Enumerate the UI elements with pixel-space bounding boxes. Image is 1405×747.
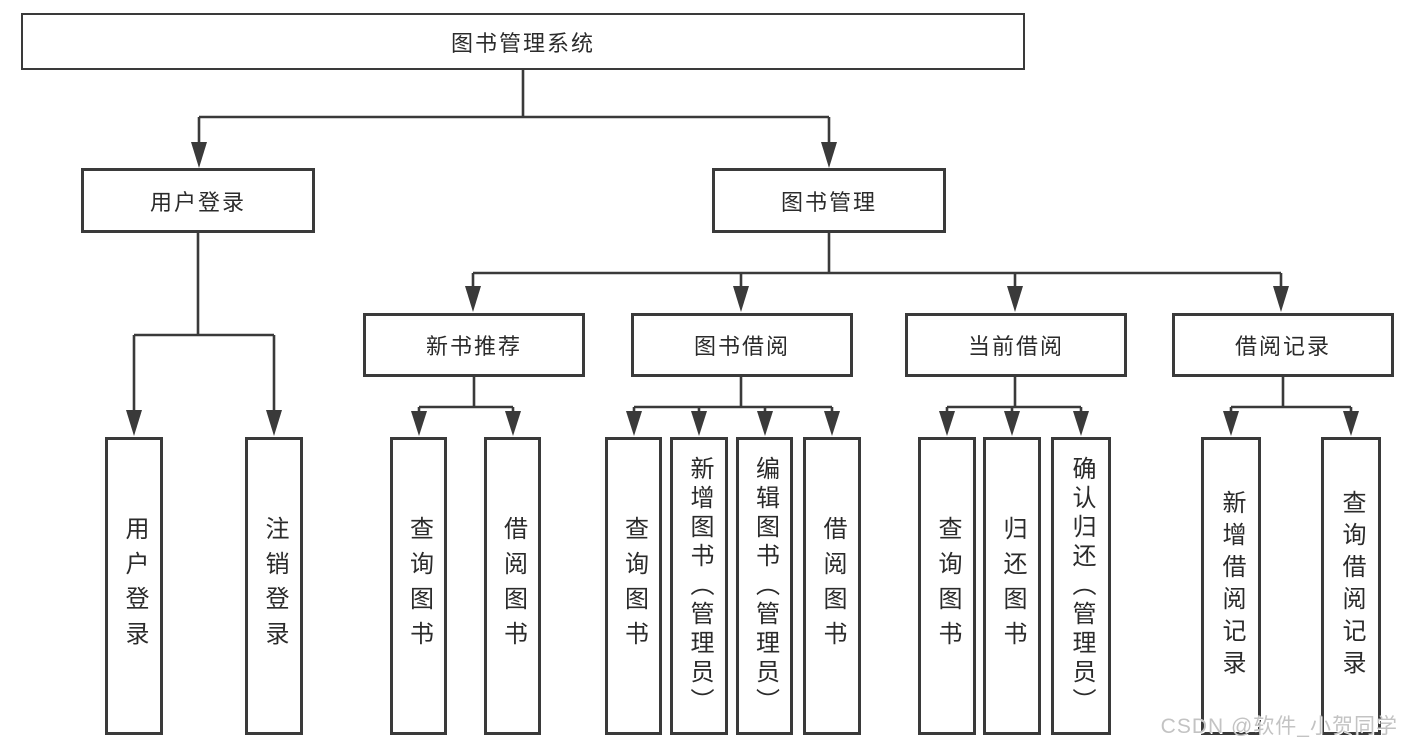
arrow-down-icon bbox=[411, 411, 427, 436]
leaf-borrow-books-2: 借阅图书 bbox=[803, 437, 861, 735]
node-label: 注销登录 bbox=[261, 516, 288, 656]
leaf-logout: 注销登录 bbox=[245, 437, 303, 735]
arrow-down-icon bbox=[757, 411, 773, 436]
arrow-down-icon bbox=[939, 411, 955, 436]
node-label: 新增借阅记录 bbox=[1218, 490, 1245, 682]
arrow-down-icon bbox=[626, 411, 642, 436]
leaf-query-books-2: 查询图书 bbox=[605, 437, 662, 735]
node-label: 借阅记录 bbox=[1234, 334, 1331, 359]
arrow-down-icon bbox=[1273, 286, 1289, 312]
arrow-down-icon bbox=[505, 411, 521, 436]
arrow-down-icon bbox=[1223, 411, 1239, 436]
arrow-down-icon bbox=[1007, 286, 1023, 312]
leaf-return-book: 归还图书 bbox=[983, 437, 1041, 735]
arrow-down-icon bbox=[824, 411, 840, 436]
node-label: 查询图书 bbox=[620, 516, 648, 656]
node-label: 借阅图书 bbox=[819, 516, 846, 656]
arrow-down-icon bbox=[691, 411, 707, 436]
leaf-query-borrow-record: 查询借阅记录 bbox=[1321, 437, 1381, 735]
node-new-book-recommend: 新书推荐 bbox=[363, 313, 585, 377]
arrow-down-icon bbox=[1004, 411, 1020, 436]
node-label: 图书管理 bbox=[780, 189, 877, 215]
node-label: 确认归还（管理员） bbox=[1068, 455, 1095, 717]
node-book-management: 图书管理 bbox=[712, 168, 946, 233]
node-book-borrow: 图书借阅 bbox=[631, 313, 853, 377]
node-label: 图书借阅 bbox=[693, 334, 790, 359]
node-label: 新增图书（管理员） bbox=[686, 455, 713, 717]
node-label: 查询图书 bbox=[934, 516, 961, 656]
leaf-borrow-books-1: 借阅图书 bbox=[484, 437, 541, 735]
leaf-add-borrow-record: 新增借阅记录 bbox=[1201, 437, 1261, 735]
leaf-query-books-1: 查询图书 bbox=[390, 437, 447, 735]
node-current-borrow: 当前借阅 bbox=[905, 313, 1127, 377]
node-library-system: 图书管理系统 bbox=[21, 13, 1025, 70]
arrow-down-icon bbox=[465, 286, 481, 312]
node-borrow-records: 借阅记录 bbox=[1172, 313, 1394, 377]
node-label: 图书管理系统 bbox=[450, 30, 595, 56]
arrow-down-icon bbox=[191, 142, 207, 168]
node-label: 编辑图书（管理员） bbox=[751, 455, 779, 717]
arrow-down-icon bbox=[126, 410, 142, 436]
node-label: 用户登录 bbox=[121, 516, 148, 656]
leaf-add-book-admin: 新增图书（管理员） bbox=[670, 437, 728, 735]
arrow-down-icon bbox=[1073, 411, 1089, 436]
csdn-watermark: CSDN @软件_小贺同学 bbox=[1160, 715, 1398, 738]
arrowheads bbox=[126, 142, 1359, 436]
leaf-edit-book-admin: 编辑图书（管理员） bbox=[736, 437, 793, 735]
arrow-down-icon bbox=[266, 410, 282, 436]
leaf-query-books-3: 查询图书 bbox=[918, 437, 976, 735]
leaf-confirm-return-admin: 确认归还（管理员） bbox=[1051, 437, 1111, 735]
node-label: 查询借阅记录 bbox=[1338, 490, 1365, 682]
node-label: 用户登录 bbox=[149, 189, 246, 215]
node-label: 当前借阅 bbox=[967, 334, 1064, 359]
node-label: 归还图书 bbox=[999, 516, 1026, 656]
arrow-down-icon bbox=[1343, 411, 1359, 436]
node-label: 查询图书 bbox=[405, 516, 433, 656]
node-label: 新书推荐 bbox=[425, 334, 522, 359]
leaf-user-login: 用户登录 bbox=[105, 437, 163, 735]
node-user-login: 用户登录 bbox=[81, 168, 315, 233]
arrow-down-icon bbox=[821, 142, 837, 168]
node-label: 借阅图书 bbox=[499, 516, 527, 656]
arrow-down-icon bbox=[733, 286, 749, 312]
